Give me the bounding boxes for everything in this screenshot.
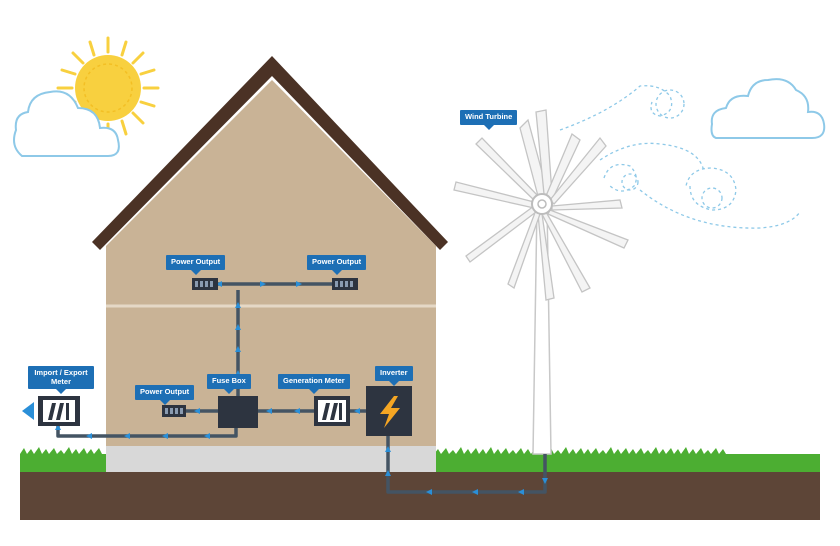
export-arrow xyxy=(22,402,34,420)
import-export-meter-label: Import / Export Meter xyxy=(28,366,94,395)
fuse-box xyxy=(218,396,258,428)
lightning-icon xyxy=(380,396,400,428)
power-output-label-top-left: Power Output xyxy=(166,255,226,275)
house-wall xyxy=(106,80,436,446)
foundation xyxy=(106,446,436,472)
wind-turbine xyxy=(453,109,629,455)
wind-swirl-icon xyxy=(559,85,801,229)
socket-icon xyxy=(192,278,218,290)
flow-arrows xyxy=(55,281,548,495)
socket-icon xyxy=(162,405,186,417)
wind-turbine-label: Wind Turbine xyxy=(460,110,518,130)
inverter-label: Inverter xyxy=(375,366,413,386)
import-export-meter xyxy=(22,396,80,426)
socket-icon xyxy=(332,278,358,290)
power-output-label-top-right: Power Output xyxy=(307,255,367,275)
house xyxy=(92,56,448,472)
cloud-icon xyxy=(710,78,826,139)
fuse-box-label: Fuse Box xyxy=(207,374,251,394)
turbine-blades xyxy=(453,109,629,301)
inverter xyxy=(366,386,412,436)
grass xyxy=(20,447,820,472)
ground xyxy=(20,470,820,520)
meter-icon xyxy=(314,396,350,426)
cloud-icon xyxy=(13,90,120,157)
power-output-label-lower: Power Output xyxy=(135,385,195,405)
generation-meter-label: Generation Meter xyxy=(278,374,350,394)
